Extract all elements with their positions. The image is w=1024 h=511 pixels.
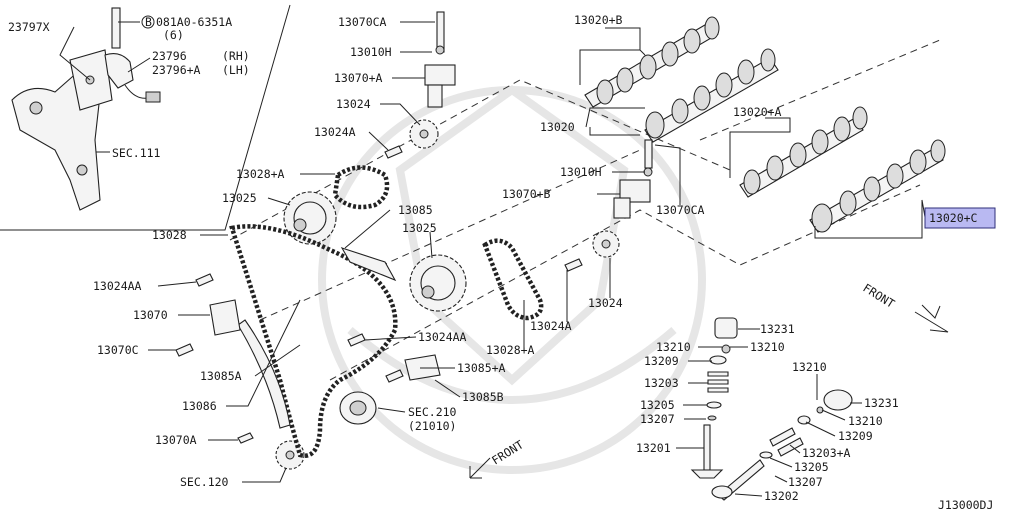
valve-train-right [711,389,853,501]
label-13203[interactable]: 13203 [644,376,679,390]
label-23796a[interactable]: 23796+A [152,63,201,77]
label-13024a-mid[interactable]: 13024A [530,319,572,333]
bolt-circle-icon [141,15,155,29]
camshaft-13020b [584,16,720,108]
label-13024-top[interactable]: 13024 [336,97,371,111]
label-13070ca-mid[interactable]: 13070CA [656,203,705,217]
label-sec210[interactable]: SEC.210 [408,405,457,419]
camshaft-13020c [809,139,946,233]
label-13020[interactable]: 13020 [540,120,575,134]
label-13025-left[interactable]: 13025 [222,191,257,205]
camshaft-13020 [644,48,779,143]
sprocket-13025-mid [409,254,467,312]
label-13024a-top[interactable]: 13024A [314,125,356,139]
label-13210-a[interactable]: 13210 [656,340,691,354]
label-13085[interactable]: 13085 [398,203,433,217]
label-bolt-qty: (6) [163,28,184,42]
label-13010h-mid[interactable]: 13010H [560,165,602,179]
label-13070a-top[interactable]: 13070+A [334,71,383,85]
label-13070ca-top[interactable]: 13070CA [338,15,387,29]
label-13070a-bottom[interactable]: 13070A [155,433,197,447]
chain-13028a-top [332,165,390,210]
label-13024-mid[interactable]: 13024 [588,296,623,310]
label-13028a-top[interactable]: 13028+A [236,167,285,181]
sprocket-13025-left [283,191,337,245]
label-13210-d[interactable]: 13210 [848,414,883,428]
sprocket-13024-mid [592,230,620,258]
bolts [175,145,583,444]
valve-train-left [690,317,738,479]
sprocket-13024-top [409,119,439,149]
solenoid-13070b [613,139,653,219]
label-23796[interactable]: 23796 [152,49,187,63]
label-13020b[interactable]: 13020+B [574,13,623,27]
front-arrow-bottom-icon [469,457,491,479]
label-13231-b[interactable]: 13231 [864,396,899,410]
highlight-13020c [924,207,996,229]
chain-13028a-mid [482,238,544,321]
label-13028a-mid[interactable]: 13028+A [486,343,535,357]
label-sec111[interactable]: SEC.111 [112,146,161,160]
diagram-code: J13000DJ [938,498,993,511]
label-13203a[interactable]: 13203+A [802,446,851,460]
label-13205-a[interactable]: 13205 [640,398,675,412]
label-13070c[interactable]: 13070C [97,343,139,357]
timing-cover-inset [11,49,113,211]
label-23797x[interactable]: 23797X [8,20,50,34]
valve-timing-sensor-inset [104,7,161,103]
label-13085a[interactable]: 13085A [200,369,242,383]
label-13010h-top[interactable]: 13010H [350,45,392,59]
label-13210-b[interactable]: 13210 [750,340,785,354]
label-13024aa-left[interactable]: 13024AA [93,279,142,293]
label-lh: (LH) [222,63,250,77]
label-13210-c[interactable]: 13210 [792,360,827,374]
label-13086[interactable]: 13086 [182,399,217,413]
label-13070[interactable]: 13070 [133,308,168,322]
label-rh: (RH) [222,49,250,63]
label-13024aa-mid[interactable]: 13024AA [418,330,467,344]
label-13209-b[interactable]: 13209 [838,429,873,443]
label-bolt-circle: B [145,15,152,29]
label-sec120[interactable]: SEC.120 [180,475,229,489]
inset-frame [0,4,291,231]
tensioner-guide-13085 [340,247,397,282]
label-13231-a[interactable]: 13231 [760,322,795,336]
label-front-top: FRONT [860,281,897,311]
label-13028[interactable]: 13028 [152,228,187,242]
front-arrow-top-icon [914,304,949,333]
label-bolt-ref[interactable]: 081A0-6351A [156,15,232,29]
label-13070b[interactable]: 13070+B [502,187,551,201]
label-13085a-plus[interactable]: 13085+A [457,361,506,375]
tensioner-13070 [209,299,241,336]
label-13202[interactable]: 13202 [764,489,799,503]
pump-sec210 [339,391,377,425]
sprocket-crank [275,440,305,470]
label-front-bottom: FRONT [489,437,526,467]
label-13025-mid[interactable]: 13025 [402,221,437,235]
label-sec210-sub: (21010) [408,419,456,433]
solenoid-13070a [424,11,456,108]
label-13201[interactable]: 13201 [636,441,671,455]
label-13020c[interactable]: 13020+C [929,211,978,225]
label-13207-b[interactable]: 13207 [788,475,823,489]
label-13207-a[interactable]: 13207 [640,412,675,426]
label-13205-b[interactable]: 13205 [794,460,829,474]
camshaft-13020a [739,106,868,198]
label-13209-a[interactable]: 13209 [644,354,679,368]
label-13020a[interactable]: 13020+A [733,105,782,119]
label-13085b[interactable]: 13085B [462,390,504,404]
leader-lines [59,21,926,497]
